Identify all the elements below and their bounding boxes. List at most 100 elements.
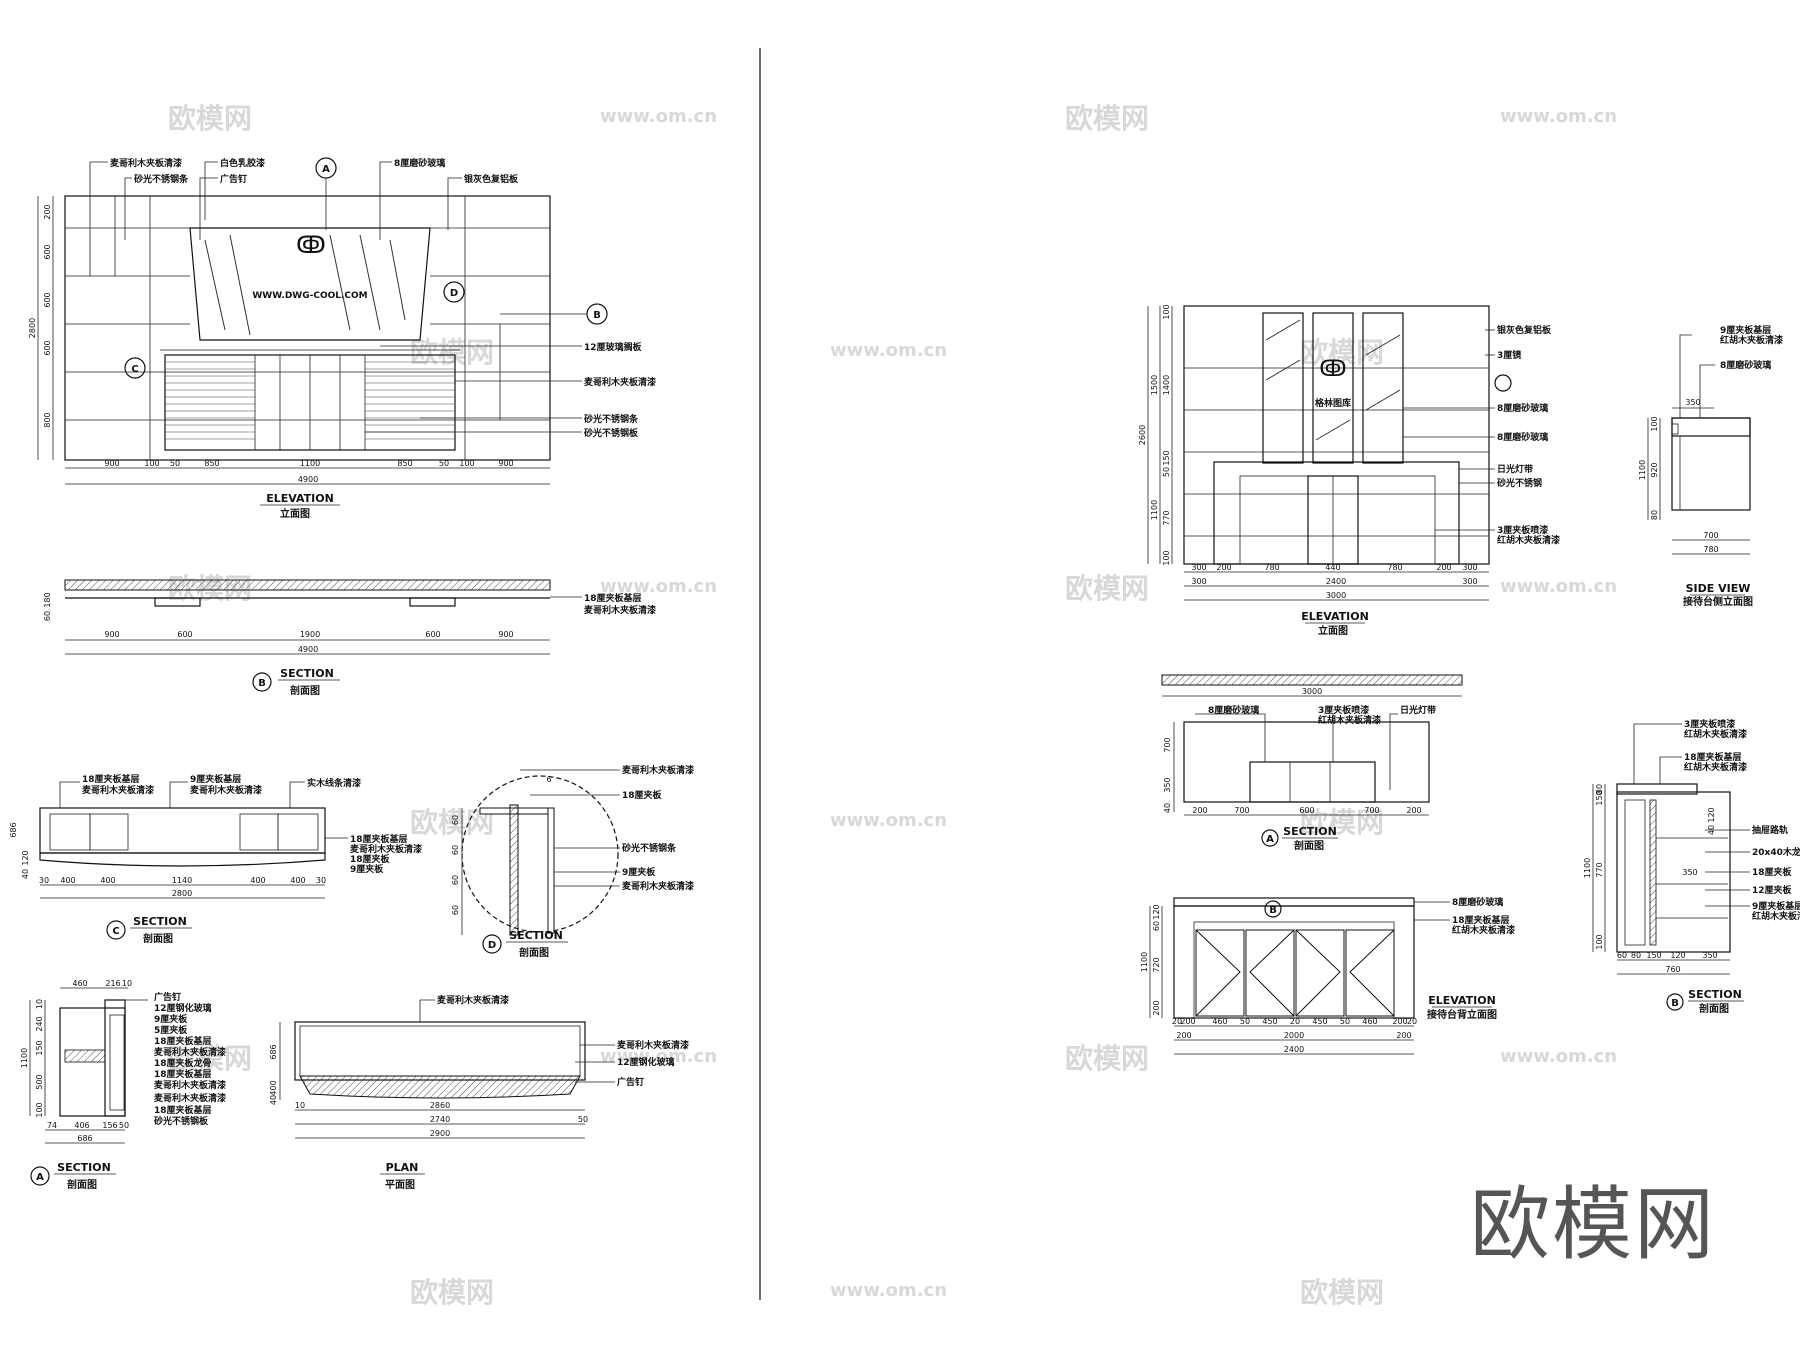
label: 18厘夹板 bbox=[350, 853, 391, 865]
dim: 450 bbox=[1312, 1017, 1327, 1026]
cabinet-doors bbox=[1195, 929, 1395, 1017]
label: 9厘夹板 bbox=[622, 866, 656, 878]
label: 18厘夹板基层 bbox=[154, 1104, 212, 1116]
label: 18厘夹板 bbox=[1752, 866, 1793, 878]
dim: 74 bbox=[47, 1121, 57, 1130]
left-section-c: 18厘夹板基层 麦哥利木夹板清漆 9厘夹板基层 麦哥利木夹板清漆 实木线条清漆 … bbox=[9, 773, 422, 945]
dim: 40 bbox=[1707, 825, 1716, 835]
label: 9厘夹板 bbox=[154, 1013, 188, 1025]
label: 12厘钢化玻璃 bbox=[154, 1002, 212, 1014]
dim: 200 bbox=[1406, 806, 1421, 815]
section-marker-a bbox=[1261, 829, 1279, 847]
dim: 40 bbox=[269, 1095, 278, 1105]
dim: 1400 bbox=[1162, 375, 1171, 395]
dim: 686 bbox=[269, 1044, 278, 1059]
dim-total: 1100 bbox=[1140, 952, 1149, 972]
label: 麦哥利木夹板清漆 bbox=[617, 1039, 689, 1051]
dim: 1900 bbox=[300, 630, 320, 639]
label: 18厘夹板基层 bbox=[1684, 751, 1742, 763]
label: 3厘夹板喷漆 bbox=[1684, 718, 1735, 730]
dim: 60 bbox=[43, 611, 52, 621]
marker-letter: A bbox=[36, 1172, 44, 1183]
dim: 10 bbox=[122, 979, 132, 988]
label: 12厘玻璃搁板 bbox=[584, 341, 643, 353]
label: 20x40木龙骨 bbox=[1752, 846, 1800, 858]
dim: 700 bbox=[1364, 806, 1379, 815]
dim: 900 bbox=[104, 459, 119, 468]
watermark-cn: 欧模网 bbox=[410, 336, 494, 369]
frosted-glass-panel bbox=[189, 227, 431, 341]
dim-total: 1100 bbox=[20, 1048, 29, 1068]
dim: 20 bbox=[1172, 1017, 1182, 1026]
dim: 100 bbox=[1162, 304, 1171, 319]
watermark-url: www.om.cn bbox=[1500, 576, 1617, 597]
dim: 200 bbox=[1216, 563, 1231, 572]
label: 8厘磨砂玻璃 bbox=[1452, 896, 1503, 908]
dim: 850 bbox=[204, 459, 219, 468]
dim: 300 bbox=[1462, 563, 1477, 572]
dim: 100 bbox=[144, 459, 159, 468]
watermark-cn: 欧模网 bbox=[1065, 1042, 1149, 1075]
label: 麦哥利木夹板清漆 bbox=[154, 1046, 226, 1058]
label: 砂光不锈钢条 bbox=[134, 173, 189, 185]
dim: 400 bbox=[290, 876, 305, 885]
watermark-cn: 欧模网 bbox=[168, 102, 252, 135]
marker-letter: D bbox=[488, 940, 496, 951]
dim: 60 bbox=[451, 905, 460, 915]
dim: 100 bbox=[35, 1102, 44, 1117]
label: 麦哥利木夹板清漆 bbox=[82, 784, 154, 796]
dim: 200 bbox=[1392, 1017, 1407, 1026]
label: 18厘夹板基层 bbox=[350, 833, 408, 845]
section-marker-d bbox=[443, 281, 465, 303]
label: 抽屉路轨 bbox=[1752, 824, 1788, 836]
label: 麦哥利木夹板清漆 bbox=[154, 1079, 226, 1091]
left-section-b: 18厘夹板基层 麦哥利木夹板清漆 180 60 900 600 1900 600… bbox=[43, 579, 656, 697]
label: 麦哥利木夹板清漆 bbox=[154, 1092, 226, 1104]
drawing-title: ELEVATION bbox=[266, 492, 334, 505]
drawing-title: SECTION bbox=[1688, 988, 1742, 1001]
label: 18厘夹板基层 bbox=[82, 773, 140, 785]
dim: 20 bbox=[1290, 1017, 1300, 1026]
marker-letter: B bbox=[593, 310, 601, 321]
watermark-layer: 欧模网 www.om.cn 欧模网 www.om.cn 欧模网 www.om.c… bbox=[168, 102, 1617, 1309]
watermark-cn: 欧模网 bbox=[1065, 102, 1149, 135]
dim: 400 bbox=[60, 876, 75, 885]
dim: 60 bbox=[1617, 951, 1627, 960]
label: 3厘夹板喷漆 bbox=[1318, 704, 1369, 716]
right-side-view: 9厘夹板基层 红胡木夹板清漆 8厘磨砂玻璃 350 100 920 80 110… bbox=[1638, 324, 1783, 608]
watermark-url: www.om.cn bbox=[830, 1280, 947, 1301]
dim: 216 bbox=[105, 979, 120, 988]
label: 广告钉 bbox=[154, 991, 181, 1003]
dim: 200 bbox=[1396, 1031, 1411, 1040]
dim: 50 bbox=[578, 1115, 588, 1124]
dim: 50 bbox=[119, 1121, 129, 1130]
dim: 900 bbox=[498, 630, 513, 639]
drawing-subtitle: 接待台背立面图 bbox=[1427, 1008, 1497, 1021]
label: 18厘夹板 bbox=[622, 789, 663, 801]
label: 5厘夹板 bbox=[154, 1024, 188, 1036]
dim: 200 bbox=[43, 204, 52, 219]
dim-total: 780 bbox=[1703, 545, 1718, 554]
dim: 120 bbox=[1707, 807, 1716, 822]
dim: 460 bbox=[72, 979, 87, 988]
marker-letter: D bbox=[450, 288, 458, 299]
dim: 406 bbox=[74, 1121, 89, 1130]
label: 麦哥利木夹板清漆 bbox=[190, 784, 262, 796]
drawing-subtitle: 立面图 bbox=[280, 507, 310, 520]
dim: 150 bbox=[35, 1040, 44, 1055]
dim: 600 bbox=[43, 292, 52, 307]
marker-letter: C bbox=[131, 364, 138, 375]
label: 12厘夹板 bbox=[1752, 884, 1793, 896]
dim: 300 bbox=[1191, 577, 1206, 586]
dim: 40 bbox=[21, 869, 30, 879]
label: 砂光不锈钢 bbox=[1497, 477, 1542, 489]
dim: 100 bbox=[1162, 550, 1171, 565]
drawing-title: PLAN bbox=[386, 1161, 419, 1174]
label: 8厘磨砂玻璃 bbox=[1208, 704, 1259, 716]
label: 红胡木夹板清漆 bbox=[1497, 534, 1560, 546]
dim: 600 bbox=[1299, 806, 1314, 815]
dim: 100 bbox=[459, 459, 474, 468]
dim: 400 bbox=[100, 876, 115, 885]
drawing-subtitle: 立面图 bbox=[1318, 624, 1348, 637]
dim: 80 bbox=[1595, 784, 1604, 794]
